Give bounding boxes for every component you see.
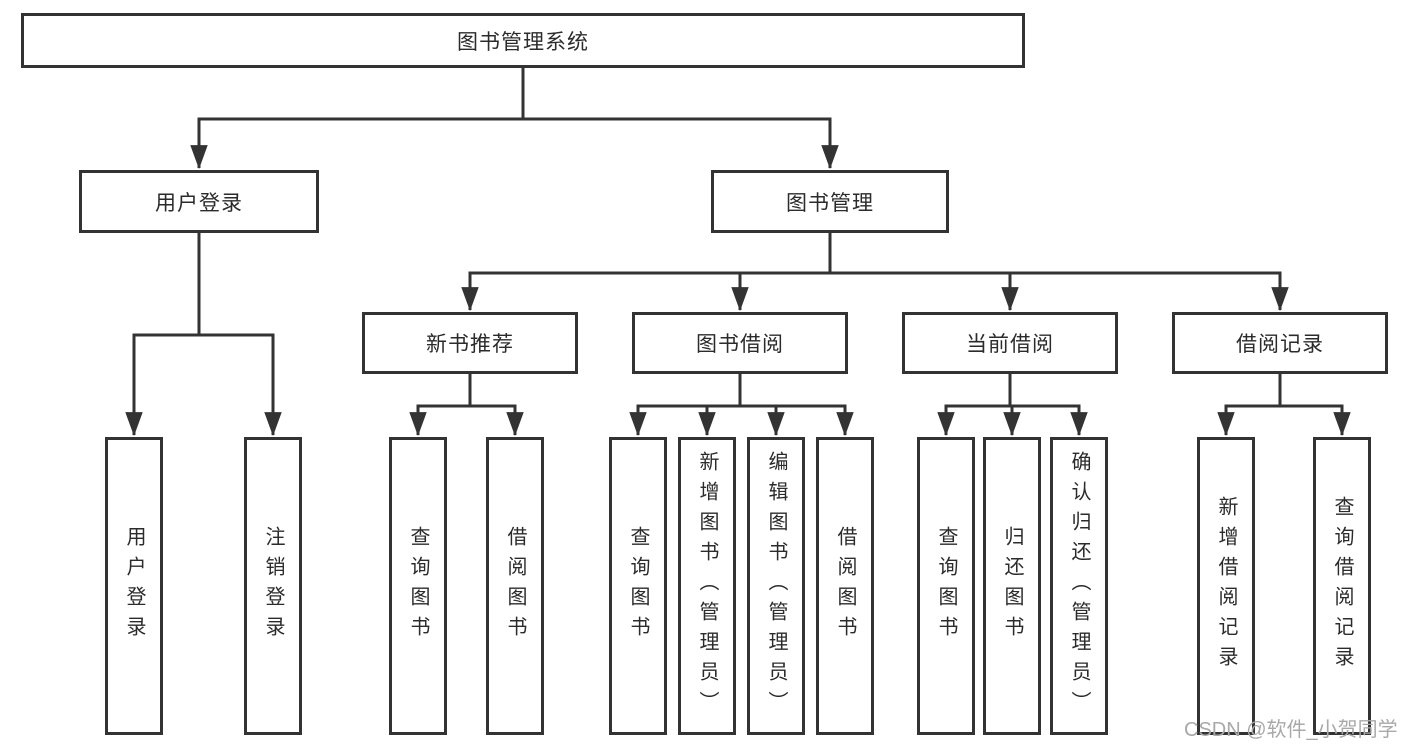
leaf-logout: 注销登录 [244,437,302,735]
connector-book-management-split [461,232,1289,312]
node-borrowing-records: 借阅记录 [1172,312,1388,374]
leaf-add-borrow-record: 新增借阅记录 [1197,437,1255,735]
connector-borrowing-records-split [1217,374,1351,437]
connector-user-login-split [125,232,282,437]
node-book-borrowing: 图书借阅 [632,312,848,374]
leaf-query-books-current: 查询图书 [917,437,975,735]
leaf-query-books-borrowing: 查询图书 [609,437,667,735]
connector-new-book-recommend-split [409,374,524,437]
leaf-query-borrow-record: 查询借阅记录 [1313,437,1371,735]
leaf-return-books: 归还图书 [983,437,1041,735]
connector-root-split [190,66,839,170]
connector-book-borrowing-split [629,374,854,437]
leaf-query-books-recommend: 查询图书 [389,437,447,735]
leaf-add-book-admin: 新增图书（管理员） [678,437,736,735]
node-root: 图书管理系统 [21,13,1025,68]
node-new-book-recommend: 新书推荐 [362,312,578,374]
leaf-confirm-return-admin: 确认归还（管理员） [1050,437,1108,735]
leaf-borrow-books-recommend: 借阅图书 [486,437,544,735]
leaf-borrow-books: 借阅图书 [816,437,874,735]
leaf-edit-book-admin: 编辑图书（管理员） [747,437,805,735]
node-current-borrowing: 当前借阅 [902,312,1118,374]
node-user-login: 用户登录 [79,170,319,233]
leaf-user-login: 用户登录 [105,437,163,735]
node-book-management: 图书管理 [711,170,949,233]
connector-current-borrowing-split [937,374,1088,437]
